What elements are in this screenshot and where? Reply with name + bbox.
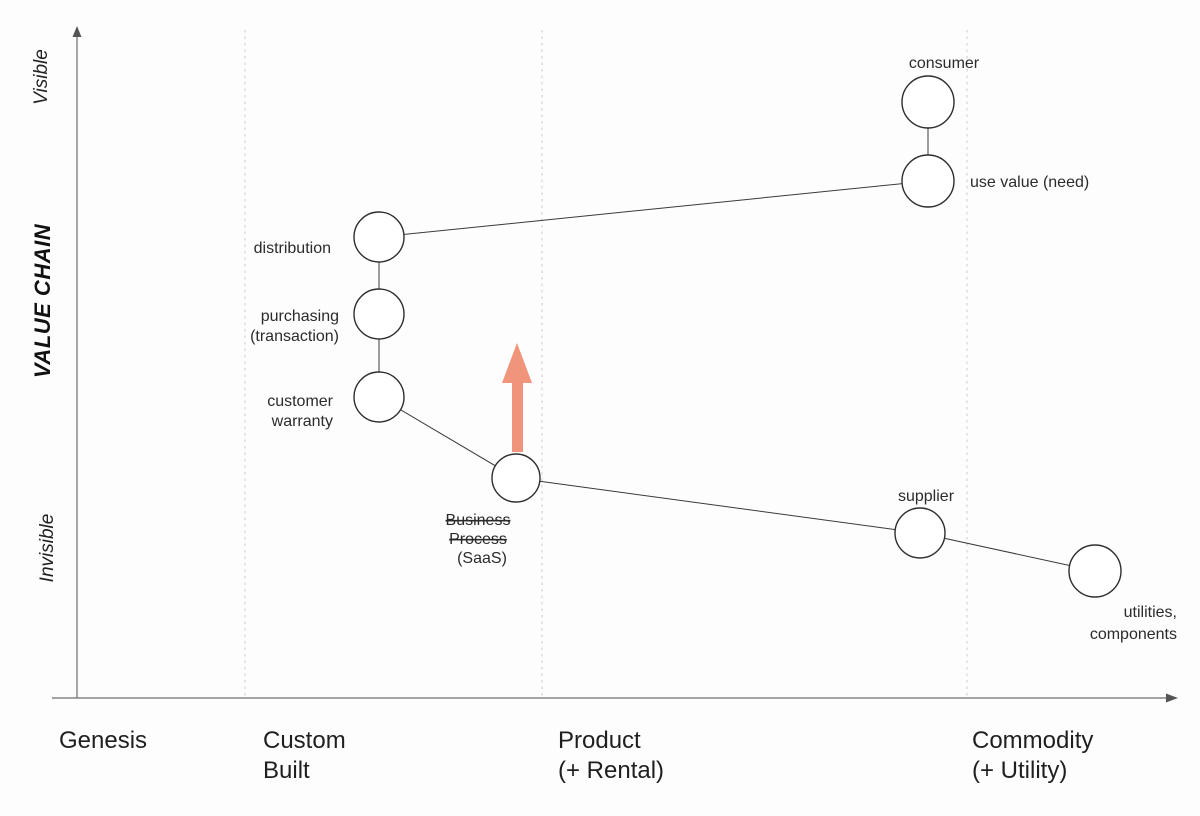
label-consumer: consumer: [909, 55, 980, 72]
node-distribution: [353, 211, 405, 263]
node-utilities-components: [1068, 544, 1122, 598]
y-axis-arrowhead-icon: [72, 26, 82, 37]
x-axis-labels: Genesis Custom Built Product (+ Rental) …: [59, 727, 1093, 784]
x-axis: [52, 693, 1178, 703]
label-business-process-saas: (SaaS): [457, 550, 507, 567]
stage-label-commodity-line2: (+ Utility): [972, 757, 1067, 784]
y-axis-visible-label: Visible: [31, 49, 52, 105]
nodes: [353, 75, 1122, 598]
label-use-value: use value (need): [970, 174, 1089, 191]
edge-business-process-supplier: [515, 477, 921, 534]
edges: [378, 102, 1096, 572]
label-supplier: supplier: [898, 488, 955, 505]
node-purchasing: [353, 288, 405, 340]
y-axis-invisible-label: Invisible: [37, 514, 58, 583]
node-consumer: [901, 75, 955, 129]
node-use-value: [901, 154, 955, 208]
stage-label-genesis: Genesis: [59, 727, 147, 754]
stage-label-custom-line1: Custom: [263, 727, 346, 754]
label-utilities-line1: utilities,: [1124, 604, 1177, 621]
node-supplier: [894, 507, 946, 559]
stage-label-product-line2: (+ Rental): [558, 757, 664, 784]
edge-supplier-utilities: [919, 532, 1096, 572]
y-axis: [72, 26, 82, 698]
x-axis-arrowhead-icon: [1166, 693, 1178, 703]
y-axis-title: VALUE CHAIN: [30, 223, 55, 378]
label-customer-warranty-line2: warranty: [271, 413, 333, 430]
stage-label-custom-line2: Built: [263, 757, 310, 784]
label-business-process-line1: Business: [446, 512, 511, 529]
stage-gridlines: [244, 30, 968, 698]
label-purchasing-line2: (transaction): [250, 328, 339, 345]
label-business-process-line2: Process: [449, 531, 507, 548]
edge-customer-warranty-business-process: [378, 396, 517, 479]
node-business-process: [491, 453, 541, 503]
evolution-arrow-icon: [502, 343, 532, 452]
node-customer-warranty: [353, 371, 405, 423]
label-utilities-line2: components: [1090, 626, 1177, 643]
stage-label-product-line1: Product: [558, 727, 641, 754]
label-distribution: distribution: [254, 240, 331, 257]
label-purchasing-line1: purchasing: [261, 308, 339, 325]
label-customer-warranty-line1: customer: [267, 393, 333, 410]
edge-use-value-distribution: [378, 180, 929, 238]
node-labels: consumer use value (need) distribution p…: [250, 55, 1177, 643]
y-axis-labels: Visible VALUE CHAIN Invisible: [30, 49, 58, 582]
stage-label-commodity-line1: Commodity: [972, 727, 1093, 754]
